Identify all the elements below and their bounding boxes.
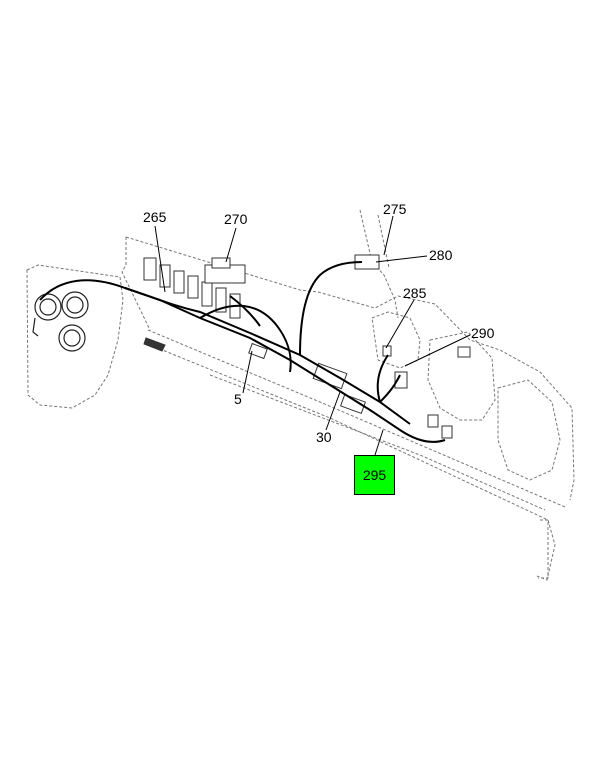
callout-290: 290 — [471, 325, 495, 341]
callout-295[interactable]: 295 — [362, 467, 387, 483]
callout-275: 275 — [383, 201, 407, 217]
leader-lines — [154, 215, 471, 456]
highlighted-callout-box[interactable] — [354, 455, 395, 495]
callout-5: 5 — [234, 391, 242, 407]
dash-panel-outline — [121, 209, 575, 581]
callout-285: 285 — [403, 285, 427, 301]
cab-wall-outline — [26, 264, 124, 409]
instrument-gauges — [32, 291, 89, 352]
connector-blocks — [143, 254, 471, 439]
callout-280: 280 — [429, 247, 453, 263]
callout-30: 30 — [316, 429, 332, 445]
wire-harness — [39, 261, 446, 443]
callout-265: 265 — [143, 209, 167, 225]
callout-270: 270 — [224, 211, 248, 227]
